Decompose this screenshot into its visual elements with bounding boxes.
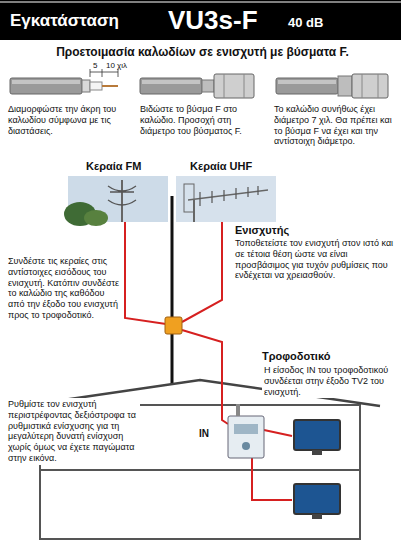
psu-connector [236,404,240,416]
port-label: IN [199,428,219,440]
cable-highlight [12,80,80,84]
tv-cable [264,430,292,436]
fm-antenna-photo [64,176,168,226]
cable-core [102,85,118,87]
cable-highlight [278,80,336,84]
dimension-line [90,72,118,73]
cable-jacket [10,78,82,94]
cable-highlight [142,80,200,84]
sky [176,176,276,222]
plug-sleeve [202,80,214,92]
plug-sleeve [338,76,352,96]
cable-with-plug [140,74,254,98]
tv-set [294,420,340,455]
uhf-antenna-photo [176,176,276,222]
tv-screen [294,484,340,514]
cable-jacket [140,78,202,94]
instruction-text: Η είσοδος IN του τροφοδοτικού συνδέεται … [262,364,396,398]
psu-led [242,442,250,450]
component-heading: Τροφοδοτικό [262,350,382,363]
mast [171,196,174,384]
dimension-tick [90,69,91,77]
psu-housing [228,416,264,458]
uhf-cable [182,222,222,322]
instruction-text: Το καλώδιο συνήθως έχει διάμετρο 7 χιλ. … [274,104,396,147]
power-supply [228,404,264,458]
title-bar [0,0,401,40]
tv-set [294,484,340,519]
instruction-text: Βιδώστε το βύσμα F στο καλώδιο. Προσοχή … [140,104,266,136]
antenna-pole [193,200,195,222]
finished-cable [276,74,388,98]
fm-cable [125,222,166,324]
tv-cable [252,458,292,500]
model-name: VU3s-F [168,5,288,36]
fm-antenna [108,186,136,205]
tree [84,210,108,226]
title-rule [0,2,401,3]
antenna-label: Κεραία UHF [190,160,276,173]
antenna-pole [121,180,123,222]
instruction-text: Τοποθετείστε τον ενισχυτή στον ιστό και … [235,238,395,281]
plug-edge [378,74,379,98]
cable-jacket [276,78,338,94]
component-heading: Ενισχυτής [235,224,355,237]
floor [40,469,360,471]
plug-edge [362,74,363,98]
f-plug [214,74,254,98]
tv-stand [312,514,322,519]
gain-value: 40 dB [288,15,358,31]
section-heading: Προετοιμασία καλωδίων σε ενισχυτή με βύσ… [2,45,401,59]
amplifier [165,317,182,334]
antenna-label: Κεραία FM [86,160,166,173]
downlead-cable [182,330,228,424]
instruction-text: Διαμορφώστε την άκρη του καλωδίου σύμφων… [8,104,132,136]
plug-edge [244,74,245,98]
instruction-text: Συνδέστε τις κεραίες στις αντίστοιχες ει… [8,256,120,321]
stripped-cable [10,69,118,94]
cable-braid [82,80,90,92]
title: Εγκατάσταση [10,11,160,31]
tv-stand [312,450,322,455]
tv-screen [294,420,340,450]
dimension: 5 [93,61,103,71]
yagi-elements [200,186,258,206]
plug-edge [224,74,225,98]
f-plug [352,74,388,98]
psu-label [234,424,258,434]
dimension: 10 χιλ [106,61,146,71]
instruction-text: Ρυθμίστε τον ενισχυτή περιστρέφοντας δεξ… [6,398,140,465]
cable-dielectric [90,82,102,90]
dimension-tick [102,69,103,77]
reflector [184,184,194,212]
dimension-tick [118,69,119,77]
